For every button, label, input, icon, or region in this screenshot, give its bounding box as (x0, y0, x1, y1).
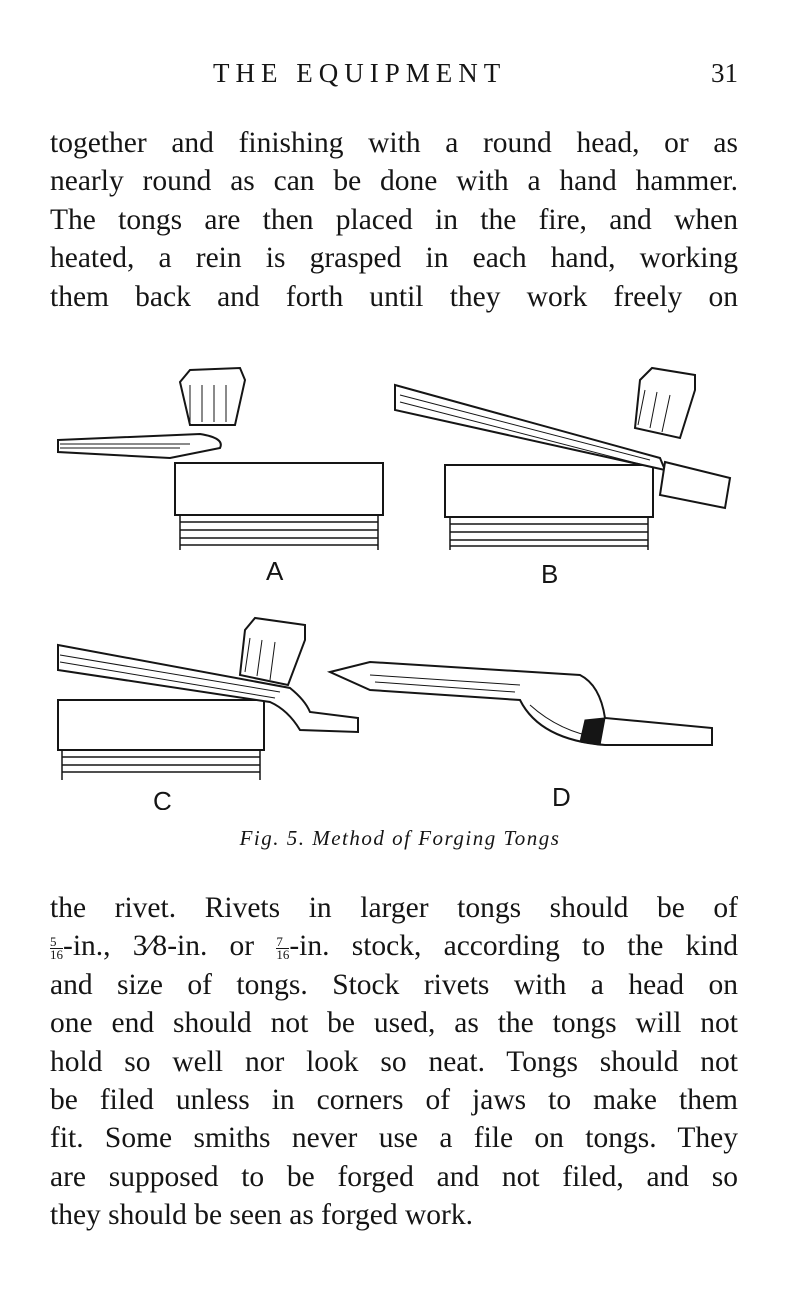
text-line: they should be seen as forged work. (50, 1199, 474, 1232)
text-line: heated, a rein is grasped in each hand, … (50, 242, 738, 275)
forging-tongs-figure: A B C D (57, 366, 732, 810)
text-line: the rivet. Rivets in larger tongs should… (50, 892, 738, 924)
figure-label-c: C (153, 786, 172, 810)
figure-a-anvil-illustration (57, 366, 384, 550)
text-line: fit. Some smiths never use a file on ton… (50, 1122, 738, 1155)
figure-d-tong-illustration (326, 660, 713, 746)
figure-c-anvil-illustration (57, 616, 359, 780)
fraction-3-8: 3⁄8 (132, 930, 168, 963)
text-line: be filed unless in corners of jaws to ma… (50, 1083, 738, 1116)
text-line: together and finishing with a round head… (50, 127, 738, 159)
page-header: THE EQUIPMENT 31 (0, 58, 800, 98)
figure-label-a: A (266, 556, 284, 586)
text-line: one end should not be used, as the tongs… (50, 1007, 738, 1040)
paragraph-bottom: the rivet. Rivets in larger tongs should… (50, 889, 738, 1235)
text-line: them back and forth until they work free… (50, 280, 738, 313)
text-line: The tongs are then placed in the fire, a… (50, 203, 738, 236)
figure-label-b: B (541, 559, 558, 589)
text-line: nearly round as can be done with a hand … (50, 165, 738, 198)
page-number: 31 (711, 58, 738, 88)
text-line: and size of tongs. Stock rivets with a h… (50, 968, 738, 1001)
paragraph-top: together and finishing with a round head… (50, 124, 738, 316)
figure-b-anvil-illustration (394, 366, 732, 550)
text-line: hold so well nor look so neat. Tongs sho… (50, 1045, 738, 1078)
running-head: THE EQUIPMENT (213, 58, 507, 88)
text-line: are supposed to be forged and not filed,… (50, 1160, 738, 1193)
figure-caption: Fig. 5. Method of Forging Tongs (239, 826, 561, 850)
figure-label-d: D (552, 782, 571, 810)
